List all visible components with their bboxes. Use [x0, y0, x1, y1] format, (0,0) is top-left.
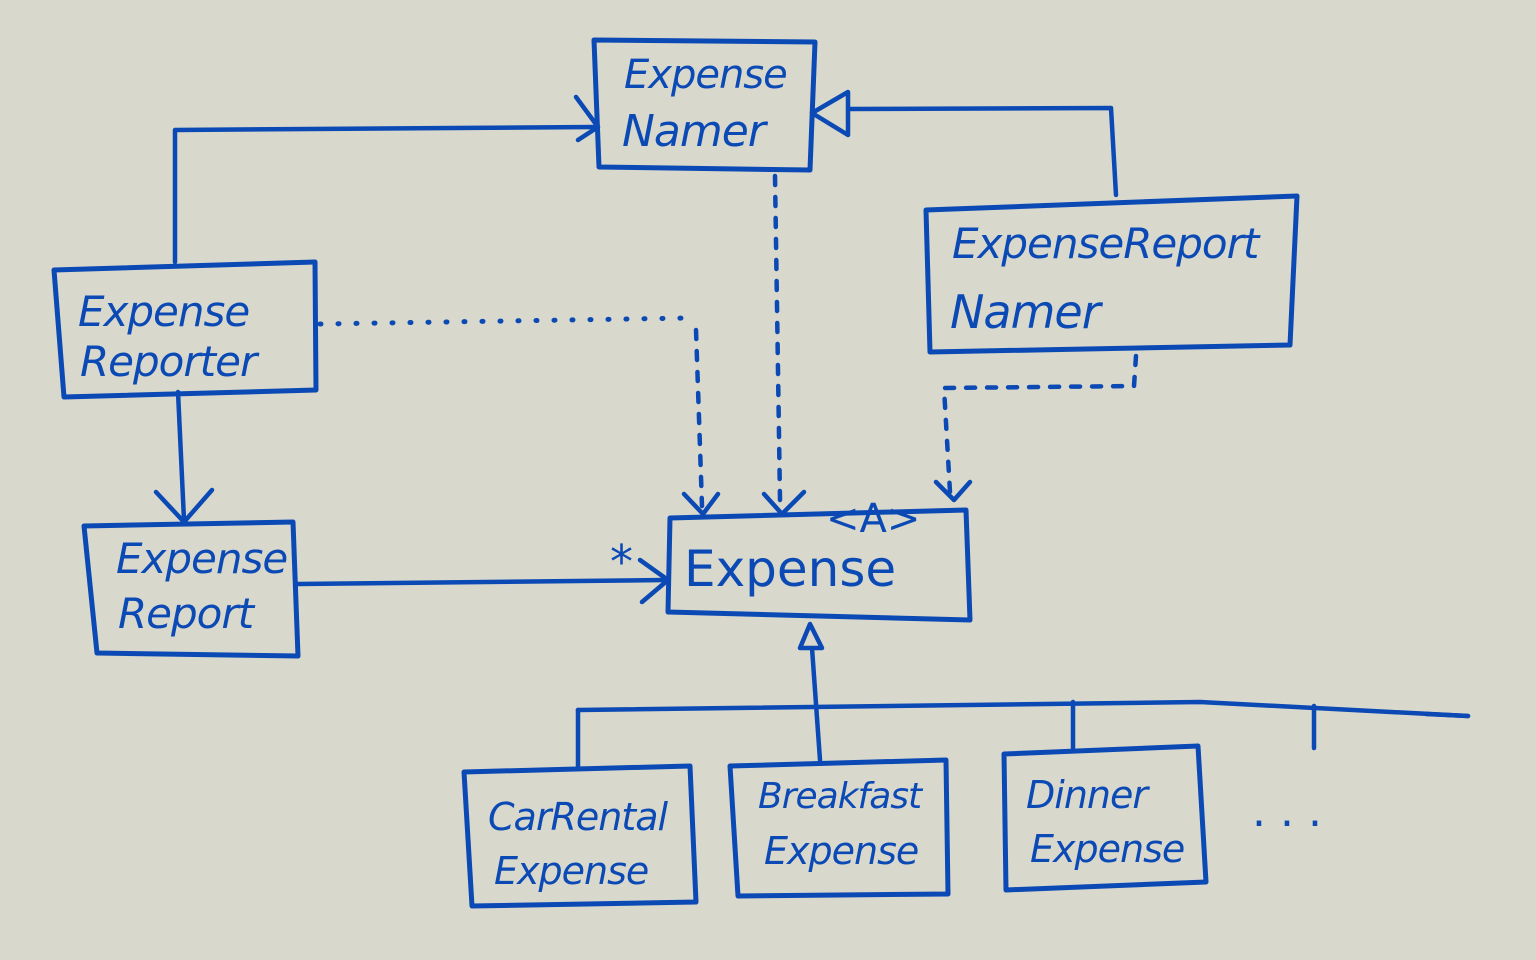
- class-expense-report-line1: Expense: [116, 534, 287, 583]
- class-expense-reporter[interactable]: Expense Reporter: [51, 259, 319, 400]
- namer-to-expense-dependency: [772, 173, 783, 503]
- report-namer-to-expense-dependency-arrowhead: [933, 479, 973, 503]
- class-expense-report-line2: Report: [118, 589, 256, 638]
- class-dinner-expense-line2: Expense: [1030, 827, 1184, 871]
- class-breakfast-expense[interactable]: Breakfast Expense: [727, 757, 951, 899]
- class-expense-namer-line1: Expense: [624, 52, 787, 98]
- abstract-marker: <A>: [826, 496, 920, 542]
- class-car-rental-expense-line1: CarRental: [488, 795, 668, 839]
- reporter-to-report-association: [175, 389, 187, 523]
- report-to-expense-association: [295, 577, 669, 587]
- class-dinner-expense-line1: Dinner: [1026, 773, 1150, 817]
- reporter-to-namer-association: [172, 124, 599, 265]
- report-namer-generalization-triangle: [809, 89, 851, 138]
- class-car-rental-expense-line2: Expense: [494, 849, 648, 893]
- subclass-generalization-bus: [575, 699, 1471, 719]
- multiplicity-marker: *: [610, 535, 633, 589]
- class-expense-namer[interactable]: Expense Namer: [591, 37, 818, 173]
- class-expense[interactable]: Expense <A> *: [610, 496, 973, 623]
- report-namer-to-expense-dependency: [941, 353, 1139, 495]
- expense-generalization-triangle: [797, 621, 825, 651]
- class-breakfast-expense-line1: Breakfast: [758, 776, 924, 817]
- class-expense-report-namer[interactable]: ExpenseReport Namer: [923, 193, 1300, 355]
- class-expense-report-namer-line1: ExpenseReport: [952, 219, 1261, 268]
- more-subclasses-ellipsis: . . .: [1252, 786, 1322, 837]
- subclass-generalization-trunk: [809, 645, 823, 763]
- class-dinner-expense[interactable]: Dinner Expense: [1001, 743, 1209, 893]
- class-expense-report-namer-line2: Namer: [950, 285, 1104, 339]
- subclass-bus-end: [1423, 711, 1471, 719]
- class-expense-reporter-line2: Reporter: [80, 337, 260, 386]
- class-expense-reporter-line1: Expense: [78, 287, 249, 336]
- class-expense-report[interactable]: Expense Report: [81, 519, 301, 659]
- reporter-to-expense-dependency-vertical: [693, 327, 705, 509]
- report-namer-generalization-line: [845, 105, 1119, 198]
- class-car-rental-expense[interactable]: CarRental Expense: [461, 763, 699, 909]
- reporter-to-expense-dependency: [317, 315, 699, 327]
- class-expense-namer-line2: Namer: [622, 106, 769, 157]
- class-breakfast-expense-line2: Expense: [764, 829, 918, 873]
- reporter-to-expense-dependency-arrowhead: [681, 491, 721, 517]
- namer-to-expense-dependency-arrowhead: [761, 489, 807, 517]
- class-expense-line1: Expense: [684, 540, 896, 598]
